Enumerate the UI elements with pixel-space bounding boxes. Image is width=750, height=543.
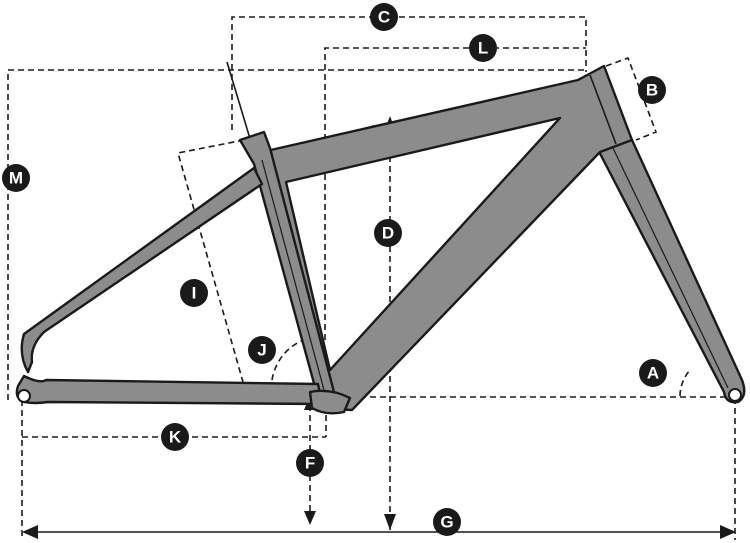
badge-l: L [469, 34, 497, 62]
badge-f: F [296, 449, 324, 477]
bottom-bracket [308, 389, 352, 415]
svg-text:L: L [478, 39, 488, 58]
fork [592, 138, 746, 404]
badge-m: M [2, 164, 30, 192]
dim-l-line [324, 47, 586, 340]
svg-text:M: M [9, 169, 23, 188]
fork-inner-line [611, 145, 729, 389]
badge-b: B [638, 76, 666, 104]
seat-stay [20, 166, 264, 374]
badge-a: A [639, 359, 667, 387]
svg-text:J: J [257, 341, 266, 360]
badge-c: C [370, 3, 398, 31]
dim-f-arrow-bottom [304, 511, 316, 525]
svg-text:I: I [192, 284, 197, 303]
seat-tube-inner-line [261, 159, 325, 391]
svg-text:K: K [169, 428, 182, 447]
dim-i-line [176, 139, 245, 383]
head-tube-line [589, 74, 617, 145]
badge-d: D [374, 219, 402, 247]
svg-text:D: D [382, 224, 394, 243]
dim-c-line [231, 16, 587, 130]
bike-frame [15, 64, 746, 415]
dim-g-arrow [22, 525, 736, 539]
svg-text:A: A [647, 364, 659, 383]
seat-axis-line [226, 61, 252, 143]
svg-text:F: F [305, 454, 315, 473]
badge-g: G [433, 508, 461, 536]
badge-i: I [180, 279, 208, 307]
badge-j: J [248, 336, 276, 364]
dim-m-line [7, 69, 586, 400]
dim-d-arrow-bottom [384, 514, 396, 530]
dim-a-arc [679, 369, 691, 397]
badge-k: K [161, 423, 189, 451]
svg-text:B: B [646, 81, 658, 100]
front-dropout [728, 388, 742, 402]
chain-stay [15, 374, 324, 406]
svg-text:G: G [440, 513, 453, 532]
rear-dropout [17, 389, 31, 403]
svg-text:C: C [378, 8, 390, 27]
